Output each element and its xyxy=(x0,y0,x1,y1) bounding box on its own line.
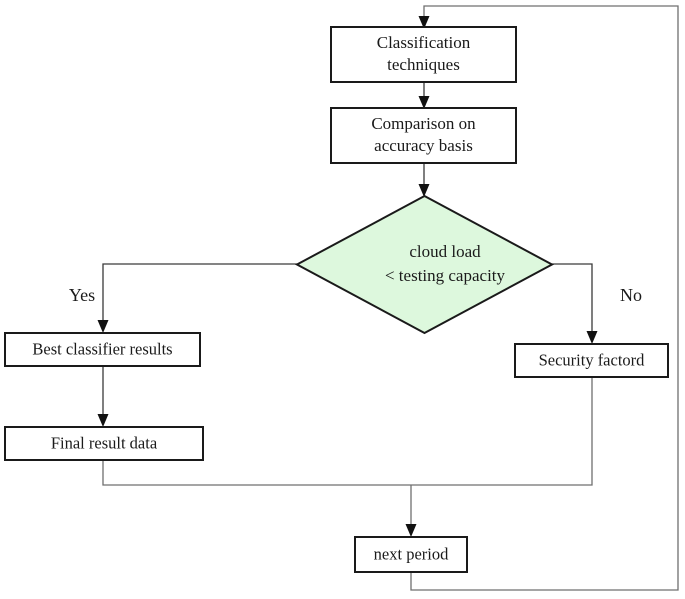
node-classification-box xyxy=(330,26,517,83)
branch-label-no: No xyxy=(620,285,642,305)
edge-security-factor-to-merge xyxy=(411,377,593,486)
node-classification-line-1: Classification xyxy=(377,33,471,52)
node-next-period-label: next period xyxy=(374,544,449,563)
node-decision-shape xyxy=(294,194,555,335)
node-best-classifier-results[interactable]: Best classifier results xyxy=(4,332,201,367)
node-security-factor[interactable]: Security factord xyxy=(514,343,669,378)
edge-decision-no-to-security-factor xyxy=(552,263,593,338)
edge-decision-yes-to-best-classifier xyxy=(102,263,297,327)
edge-feedback-loop xyxy=(410,5,679,591)
node-comparison-line-1: Comparison on xyxy=(371,114,476,133)
node-next-period-box xyxy=(354,536,468,573)
arrowhead-to-next-period xyxy=(405,524,417,537)
node-security-factor-label: Security factord xyxy=(539,350,646,369)
node-final-result-data[interactable]: Final result data xyxy=(4,426,204,461)
arrowhead-to-decision xyxy=(418,184,430,197)
node-best-classifier-box xyxy=(4,332,201,367)
node-decision-cloud-load[interactable]: cloud load < testing capacity xyxy=(294,194,555,335)
node-comparison-accuracy[interactable]: Comparison on accuracy basis xyxy=(330,107,517,164)
edge-final-result-to-merge xyxy=(102,460,411,486)
node-comparison-box xyxy=(330,107,517,164)
node-decision-line-1: cloud load xyxy=(409,242,481,261)
arrowhead-to-security-factor xyxy=(586,331,598,344)
arrowhead-into-classification xyxy=(418,16,430,29)
node-final-result-label: Final result data xyxy=(51,433,158,452)
node-best-classifier-label: Best classifier results xyxy=(32,339,172,358)
arrowhead-to-best-classifier xyxy=(97,320,109,333)
node-decision-line-2: < testing capacity xyxy=(385,266,506,285)
node-comparison-line-2: accuracy basis xyxy=(374,136,473,155)
arrowhead-to-comparison xyxy=(418,96,430,109)
node-next-period[interactable]: next period xyxy=(354,536,468,573)
node-security-factor-box xyxy=(514,343,669,378)
node-classification-techniques[interactable]: Classification techniques xyxy=(330,26,517,83)
node-classification-line-2: techniques xyxy=(387,55,460,74)
arrowhead-to-final-result xyxy=(97,414,109,427)
branch-label-yes: Yes xyxy=(69,285,95,305)
node-final-result-box xyxy=(4,426,204,461)
